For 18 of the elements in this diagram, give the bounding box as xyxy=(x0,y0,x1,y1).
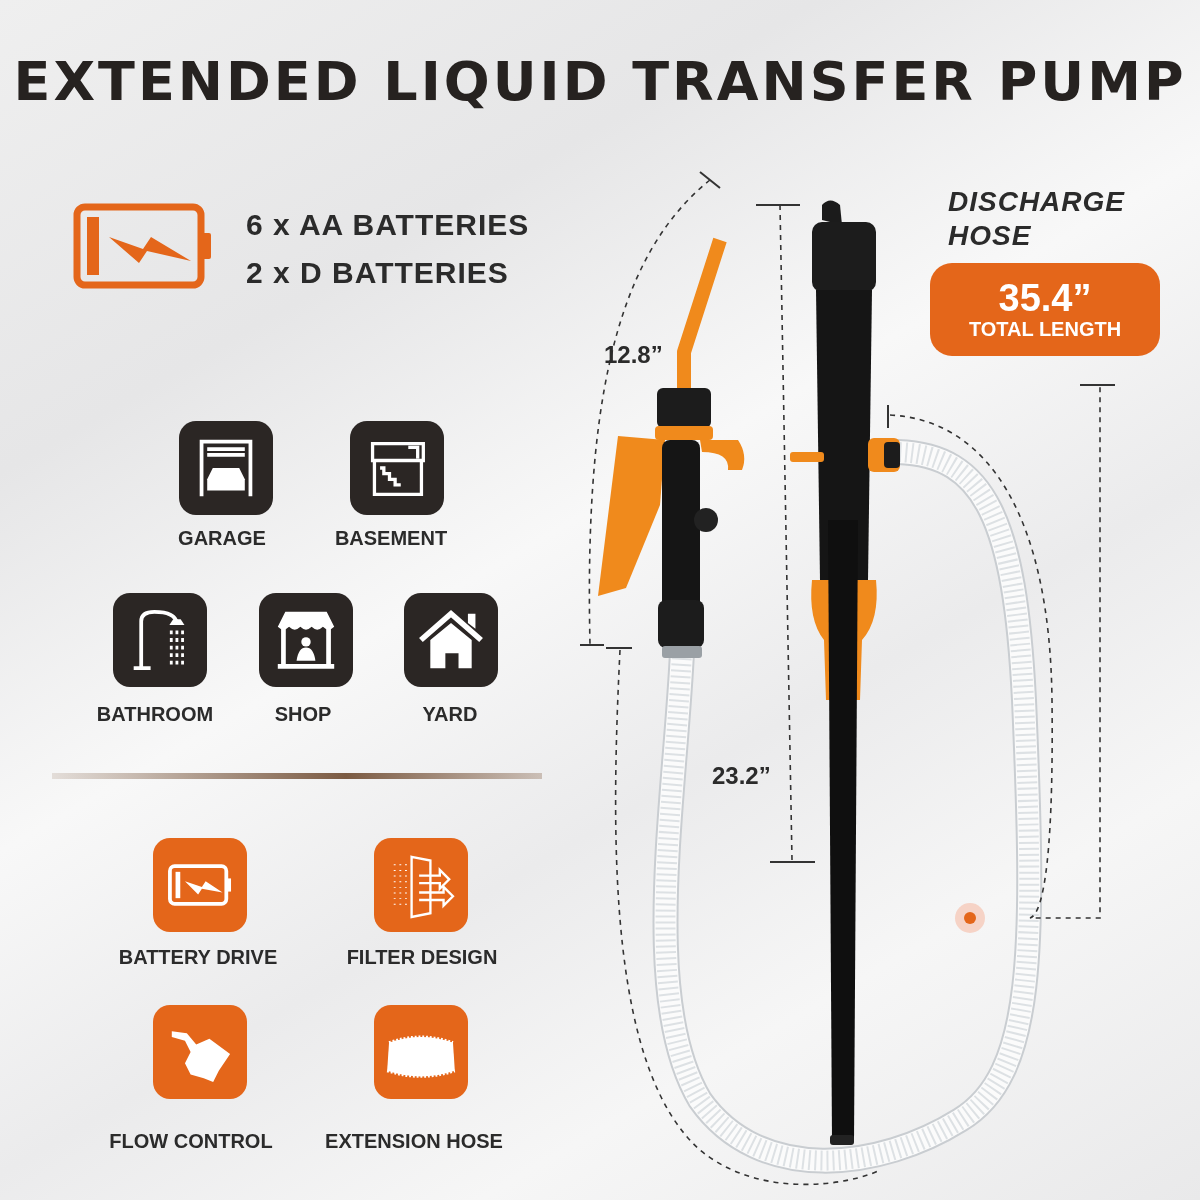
location-label: YARD xyxy=(422,704,478,724)
length-badge xyxy=(930,263,1160,356)
feature-label: FLOW CONTROL xyxy=(109,1131,273,1151)
battery-spec: 2 x D BATTERIES xyxy=(246,258,509,288)
location-label: SHOP xyxy=(274,704,332,724)
location-label: GARAGE xyxy=(178,528,266,548)
title: EXTENDED LIQUID TRANSFER PUMP xyxy=(12,52,1188,112)
location-label: BATHROOM xyxy=(96,704,214,724)
location-label: BASEMENT xyxy=(334,528,448,548)
hose-heading: DISCHARGE HOSE xyxy=(948,185,1126,253)
feature-label: FILTER DESIGN xyxy=(346,947,498,967)
feature-label: BATTERY DRIVE xyxy=(118,947,278,967)
dimension-label: 23.2” xyxy=(712,764,771,788)
feature-label: EXTENSION HOSE xyxy=(325,1131,503,1151)
length-value: 35.4” xyxy=(998,279,1092,319)
badge-caption: TOTAL LENGTH xyxy=(968,318,1122,340)
dimension-label: 12.8” xyxy=(604,343,663,367)
battery-spec: 6 x AA BATTERIES xyxy=(246,210,530,240)
